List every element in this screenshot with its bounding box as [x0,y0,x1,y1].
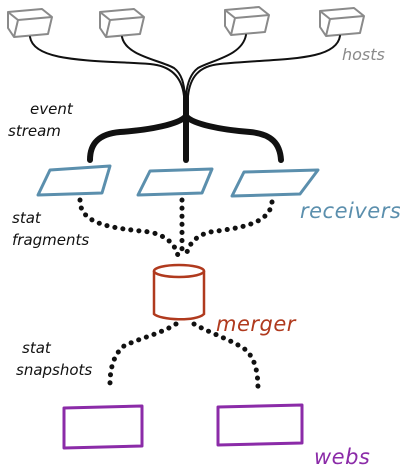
event-stream-lines [87,93,284,163]
stat-snapshots-label-line-1: stat [22,339,51,357]
host-box-2 [99,8,145,38]
stat-snapshots-label: stat snapshots [16,337,92,381]
hosts-group [7,6,365,38]
stat-snapshots-label-line-2: snapshots [16,361,93,379]
web-rect-2 [216,403,304,447]
hosts-label: hosts [342,45,385,64]
stat-fragments-label-line-2: fragments [12,231,90,249]
receivers-label: receivers [300,199,400,223]
host-box-1 [7,8,53,38]
receiver-shape-3 [230,168,320,198]
merger-cylinder [152,263,206,321]
merger-label: merger [216,312,296,336]
event-stream-label: event stream [8,98,73,142]
host-box-3 [224,6,270,36]
receiver-shape-1 [36,164,112,197]
webs-group [62,403,304,450]
host-box-4 [319,7,365,37]
event-stream-label-line-2: stream [8,122,61,140]
web-rect-1 [62,404,144,450]
stat-fragments-label: stat fragments [12,207,89,251]
stat-fragment-dots [77,197,275,259]
receivers-group [36,164,320,198]
stat-fragments-label-line-1: stat [12,209,41,227]
stat-snapshot-dots [107,321,261,393]
receiver-shape-2 [136,167,214,197]
event-stream-label-line-1: event [30,100,73,118]
webs-label: webs [314,445,371,469]
host-lines [29,34,341,97]
